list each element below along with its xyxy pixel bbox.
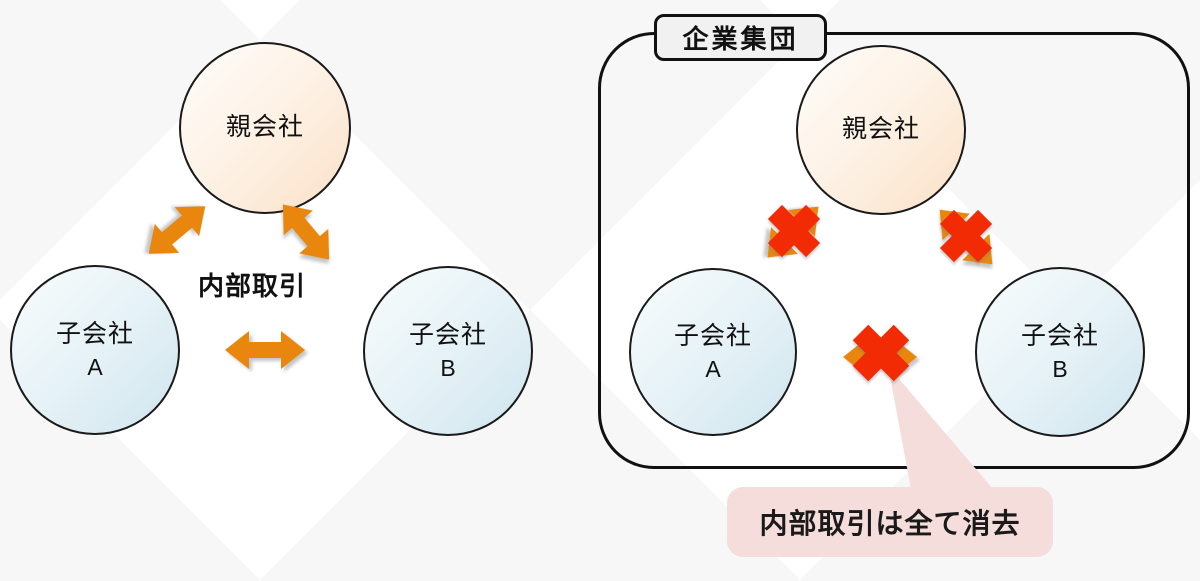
- subsidiary-a-letter: A: [87, 353, 103, 380]
- subsidiary-a-circle-left: 子会社 A: [10, 265, 180, 435]
- internal-transactions-label: 内部取引: [198, 271, 307, 301]
- parent-company-label: 親会社: [841, 115, 920, 144]
- subsidiary-b-circle-left: 子会社 B: [363, 266, 533, 436]
- subsidiary-b-circle-right: 子会社 B: [975, 267, 1145, 437]
- subsidiary-b-letter: B: [1052, 355, 1068, 382]
- corporate-group-label: 企業集団: [654, 14, 827, 61]
- subsidiary-b-label: 子会社: [408, 320, 487, 349]
- parent-company-circle-left: 親会社: [179, 42, 351, 214]
- parent-company-circle-right: 親会社: [796, 45, 966, 215]
- subsidiary-a-circle-right: 子会社 A: [629, 268, 797, 436]
- elimination-callout: 内部取引は全て消去: [727, 487, 1053, 557]
- subsidiary-b-label: 子会社: [1020, 321, 1099, 350]
- subsidiary-a-label: 子会社: [55, 319, 134, 348]
- subsidiary-a-label: 子会社: [673, 321, 752, 350]
- parent-company-label: 親会社: [225, 113, 304, 142]
- subsidiary-a-letter: A: [705, 355, 721, 382]
- subsidiary-b-letter: B: [440, 354, 456, 381]
- double-arrow-icon: [148, 206, 206, 254]
- double-arrow-icon: [225, 331, 305, 369]
